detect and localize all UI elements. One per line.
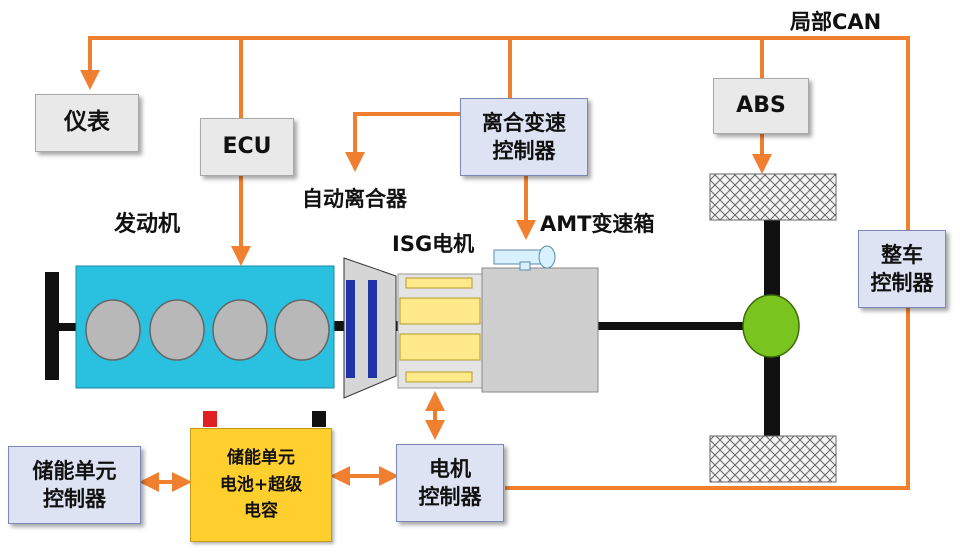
storage-unit-controller: 储能单元 控制器: [8, 446, 141, 524]
isg-winding-upper: [399, 297, 481, 325]
isg-winding-lower: [399, 333, 481, 361]
front-shaft: [59, 323, 79, 331]
storage-unit-controller-line2: 控制器: [43, 487, 106, 511]
cylinder-4: [274, 299, 330, 361]
clutch-shift-controller: 离合变速 控制器: [460, 98, 588, 176]
isg-winding-bottom: [405, 371, 473, 383]
auto-clutch: [343, 257, 397, 399]
isg-winding-top: [405, 277, 473, 289]
battery-negative-terminal: [312, 411, 326, 427]
energy-storage-line3: 电容: [244, 501, 278, 522]
isg-label: ISG电机: [392, 232, 475, 256]
motor-controller-line1: 电机: [429, 456, 471, 481]
storage-unit-controller-line1: 储能单元: [32, 458, 117, 483]
differential: [742, 294, 800, 358]
wheel-top: [709, 173, 837, 221]
isg-body: [397, 273, 483, 389]
battery-positive-terminal: [203, 411, 217, 427]
clutch-ctrl-to-clutch: [345, 112, 460, 172]
vehicle-controller-line1: 整车: [881, 242, 923, 267]
clutch-label: 自动离合器: [302, 187, 407, 211]
amt-label: AMT变速箱: [540, 212, 655, 236]
cylinder-1: [85, 299, 141, 361]
clutch-disc-1: [346, 280, 355, 378]
energy-storage-line2: 电池+超级: [219, 474, 303, 495]
flywheel: [45, 272, 59, 380]
actuator-stem: [519, 261, 531, 271]
ecu-box: ECU: [200, 118, 294, 176]
instrument-box: 仪表: [35, 94, 139, 152]
can-bus-lines: [80, 36, 910, 492]
vehicle-controller: 整车 控制器: [858, 230, 946, 308]
clutch-disc-2: [368, 280, 377, 378]
rear-wheels: [709, 173, 837, 483]
isg-motor: [397, 273, 483, 389]
cylinder-2: [149, 299, 205, 361]
amt-gearbox: [481, 245, 599, 393]
clutch-shift-controller-line2: 控制器: [492, 139, 556, 163]
motor-controller-line2: 控制器: [418, 485, 482, 509]
cylinder-3: [212, 299, 268, 361]
wheel-bottom: [709, 435, 837, 483]
output-shaft: [530, 322, 750, 330]
engine: [75, 265, 335, 389]
can-bus-label: 局部CAN: [790, 10, 882, 34]
clutch-shift-controller-line1: 离合变速: [482, 110, 566, 135]
motor-controller: 电机 控制器: [396, 444, 504, 522]
vehicle-controller-line2: 控制器: [870, 271, 934, 295]
energy-storage-line1: 储能单元: [227, 448, 295, 469]
engine-label: 发动机: [114, 212, 181, 237]
actuator-cap: [538, 245, 556, 269]
abs-box: ABS: [713, 78, 809, 134]
energy-storage-unit: 储能单元 电池+超级 电容: [190, 428, 332, 542]
gearbox-body: [481, 267, 599, 393]
